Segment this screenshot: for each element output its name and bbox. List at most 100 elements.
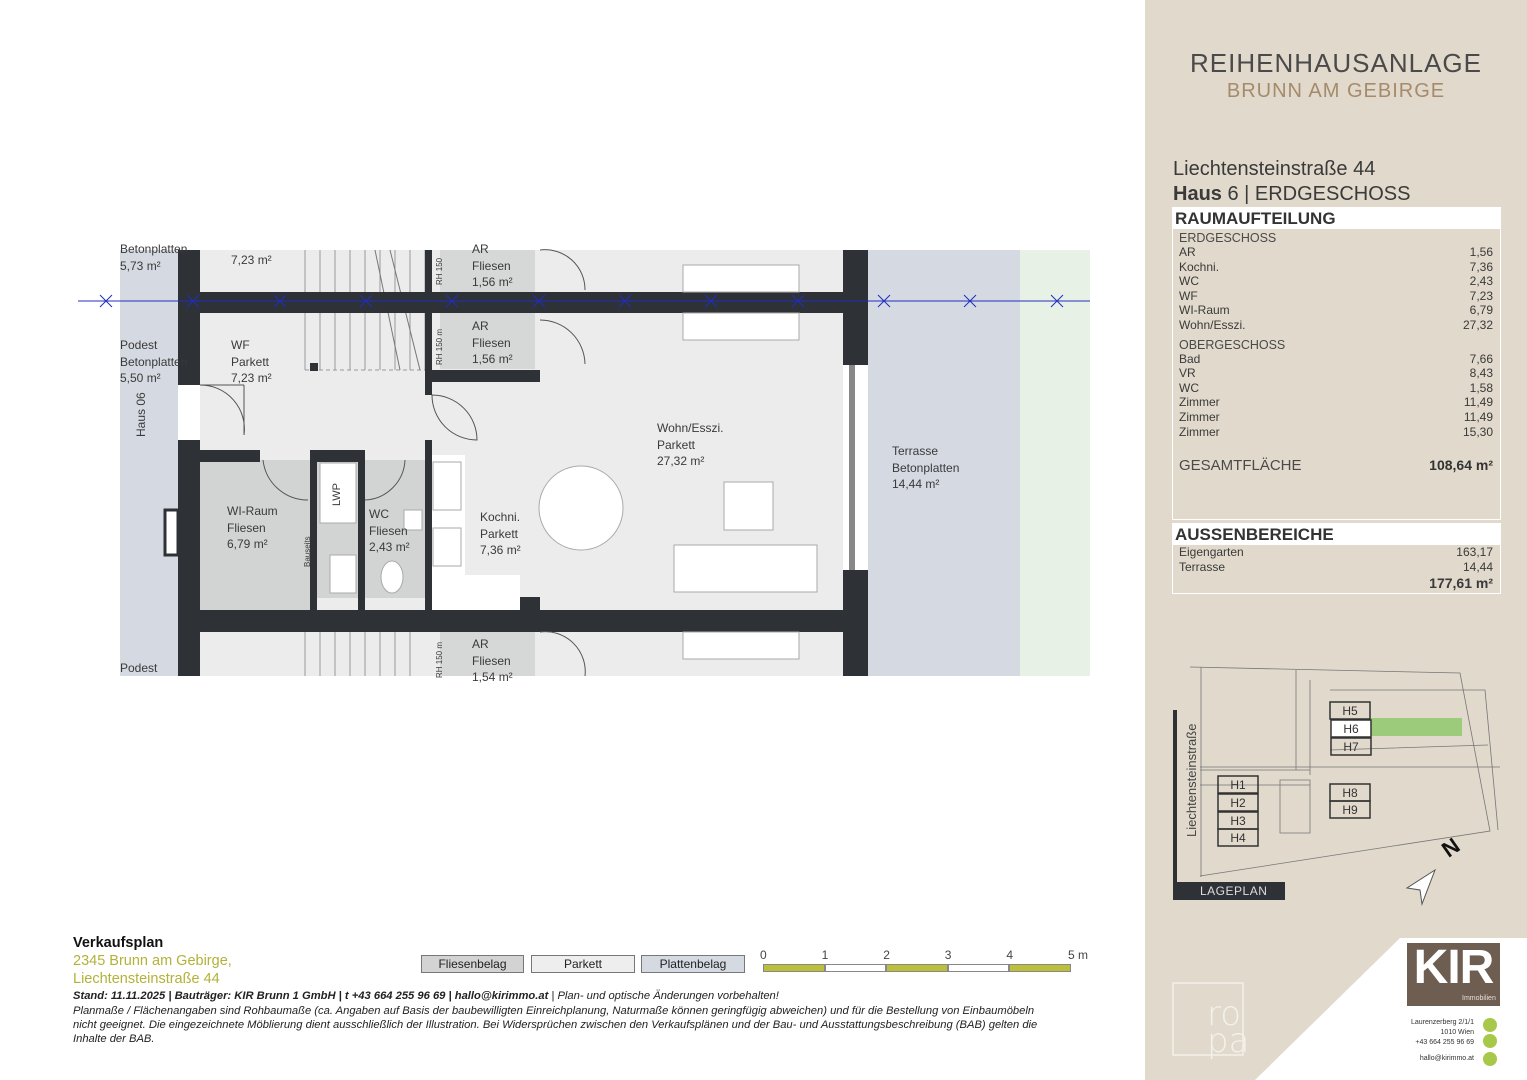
info-panel: REIHENHAUSANLAGE BRUNN AM GEBIRGE Liecht… xyxy=(1145,0,1527,1080)
axis-markers xyxy=(99,294,1064,308)
axis-marker xyxy=(532,294,546,308)
og-label: OBERGESCHOSS xyxy=(1179,337,1286,352)
site-house-label: H7 xyxy=(1343,740,1359,754)
furniture xyxy=(163,264,818,660)
disclaimer-1: Planmaße / Flächenangaben sind Rohbaumaß… xyxy=(73,1005,1035,1017)
contact-city: 1010 Wien xyxy=(1440,1029,1474,1036)
room-label-line: Podest xyxy=(120,338,158,352)
kir-logo: KIR xyxy=(1413,941,1495,994)
scale-segment xyxy=(886,964,948,972)
room-label-line: WC xyxy=(369,507,389,521)
room-label-line: Terrasse xyxy=(892,444,939,458)
scale-segment xyxy=(947,964,1010,972)
room-label-line: WF xyxy=(231,338,250,352)
site-house xyxy=(1329,800,1371,819)
room-label-line: 14,44 m² xyxy=(892,477,940,491)
room-label-line: 7,36 m² xyxy=(480,543,521,557)
house-label: Haus xyxy=(1173,183,1222,205)
site-house-label: H3 xyxy=(1230,814,1246,828)
room-label: 7,23 m² xyxy=(231,252,272,269)
legend-parkett: Parkett xyxy=(531,955,635,973)
kir-logo-sub: Immobilien xyxy=(1462,995,1496,1002)
gesamt-label: GESAMTFLÄCHE xyxy=(1179,457,1302,475)
footer-address-1: 2345 Brunn am Gebirge, xyxy=(73,953,232,969)
eg-label: ERDGESCHOSS xyxy=(1179,231,1277,245)
aussen-total: 177,61 m² xyxy=(1429,575,1493,592)
axis-marker xyxy=(445,294,459,308)
room-label-line: AR xyxy=(472,242,489,256)
stand-info: Stand: 11.11.2025 | Bauträger: KIR Brunn… xyxy=(73,990,549,1002)
axis-marker xyxy=(704,294,718,308)
room-area: 1,56 xyxy=(1469,245,1493,259)
table-row: Wohn/Esszi.27,32 xyxy=(1173,318,1500,333)
room-name: WF xyxy=(1179,288,1198,303)
room-label-line: 1,56 m² xyxy=(472,275,513,289)
site-house xyxy=(1329,701,1371,720)
scale-tick: 2 xyxy=(883,948,890,962)
room-label-line: 7,23 m² xyxy=(231,371,272,385)
scale-segment xyxy=(763,964,825,972)
axis-marker xyxy=(273,294,287,308)
svg-text:pa: pa xyxy=(1207,1021,1249,1061)
room-label-line: 2,43 m² xyxy=(369,540,410,554)
room-label-line: Betonplatten xyxy=(120,354,188,369)
room-area: 14,44 xyxy=(1462,559,1493,574)
room-area: 6,79 xyxy=(1469,303,1493,318)
room-name: WC xyxy=(1179,274,1199,289)
disclaimer-2: nicht geeignet. Die eingezeichnete Möbli… xyxy=(73,1019,1038,1031)
room-area: 15,30 xyxy=(1462,424,1493,439)
walls xyxy=(178,250,868,676)
address: Liechtensteinstraße 44 xyxy=(1173,158,1376,180)
stand-note: | Plan- und optische Änderungen vorbehal… xyxy=(548,990,779,1002)
site-house-label: H8 xyxy=(1342,786,1358,800)
room-label-line: Parkett xyxy=(480,526,519,541)
axis-marker xyxy=(963,294,977,308)
room-label-line: Betonplatten xyxy=(892,460,960,475)
partner-logo xyxy=(1172,982,1244,1056)
room-label-line: Parkett xyxy=(657,437,696,452)
room-label-line: Fliesen xyxy=(369,523,408,538)
room-area: 27,32 xyxy=(1462,317,1493,332)
scale-tick: 5 m xyxy=(1068,948,1089,962)
room-label-line: 27,32 m² xyxy=(657,454,705,468)
site-house-label: H2 xyxy=(1230,796,1246,810)
lageplan-title: LAGEPLAN xyxy=(1200,884,1268,898)
site-house-label: H9 xyxy=(1342,803,1358,817)
scale-tick: 4 xyxy=(1006,948,1014,962)
scale-tick: 1 xyxy=(821,948,829,962)
axis-marker xyxy=(186,294,200,308)
room-label-line: 5,73 m² xyxy=(120,258,161,273)
room-label-line: AR xyxy=(472,637,489,651)
room-label-line: WI-Raum xyxy=(227,504,278,518)
contact-email[interactable]: hallo@kirimmo.at xyxy=(1419,1055,1474,1062)
room-label-line: 5,50 m² xyxy=(120,371,161,385)
north-arrow-icon xyxy=(1405,868,1437,906)
room-name: WC xyxy=(1179,380,1199,395)
room-label-line: 7,23 m² xyxy=(231,253,272,267)
svg-text:ro: ro xyxy=(1207,994,1241,1034)
footer-title: Verkaufsplan xyxy=(73,935,164,951)
legend-fliesenbelag: Fliesenbelag xyxy=(421,955,524,973)
site-house xyxy=(1330,719,1372,738)
site-house xyxy=(1330,737,1372,756)
gesamt-value: 108,64 m² xyxy=(1429,457,1493,474)
room-label-line: 6,79 m² xyxy=(227,537,268,551)
room-name: Zimmer xyxy=(1179,395,1220,410)
room-name: Zimmer xyxy=(1179,409,1220,424)
room-label-line: Fliesen xyxy=(227,520,266,535)
room-label: Podest xyxy=(120,660,157,677)
raum-header: RAUMAUFTEILUNG xyxy=(1173,208,1500,229)
room-label-line: Kochni. xyxy=(480,510,521,524)
